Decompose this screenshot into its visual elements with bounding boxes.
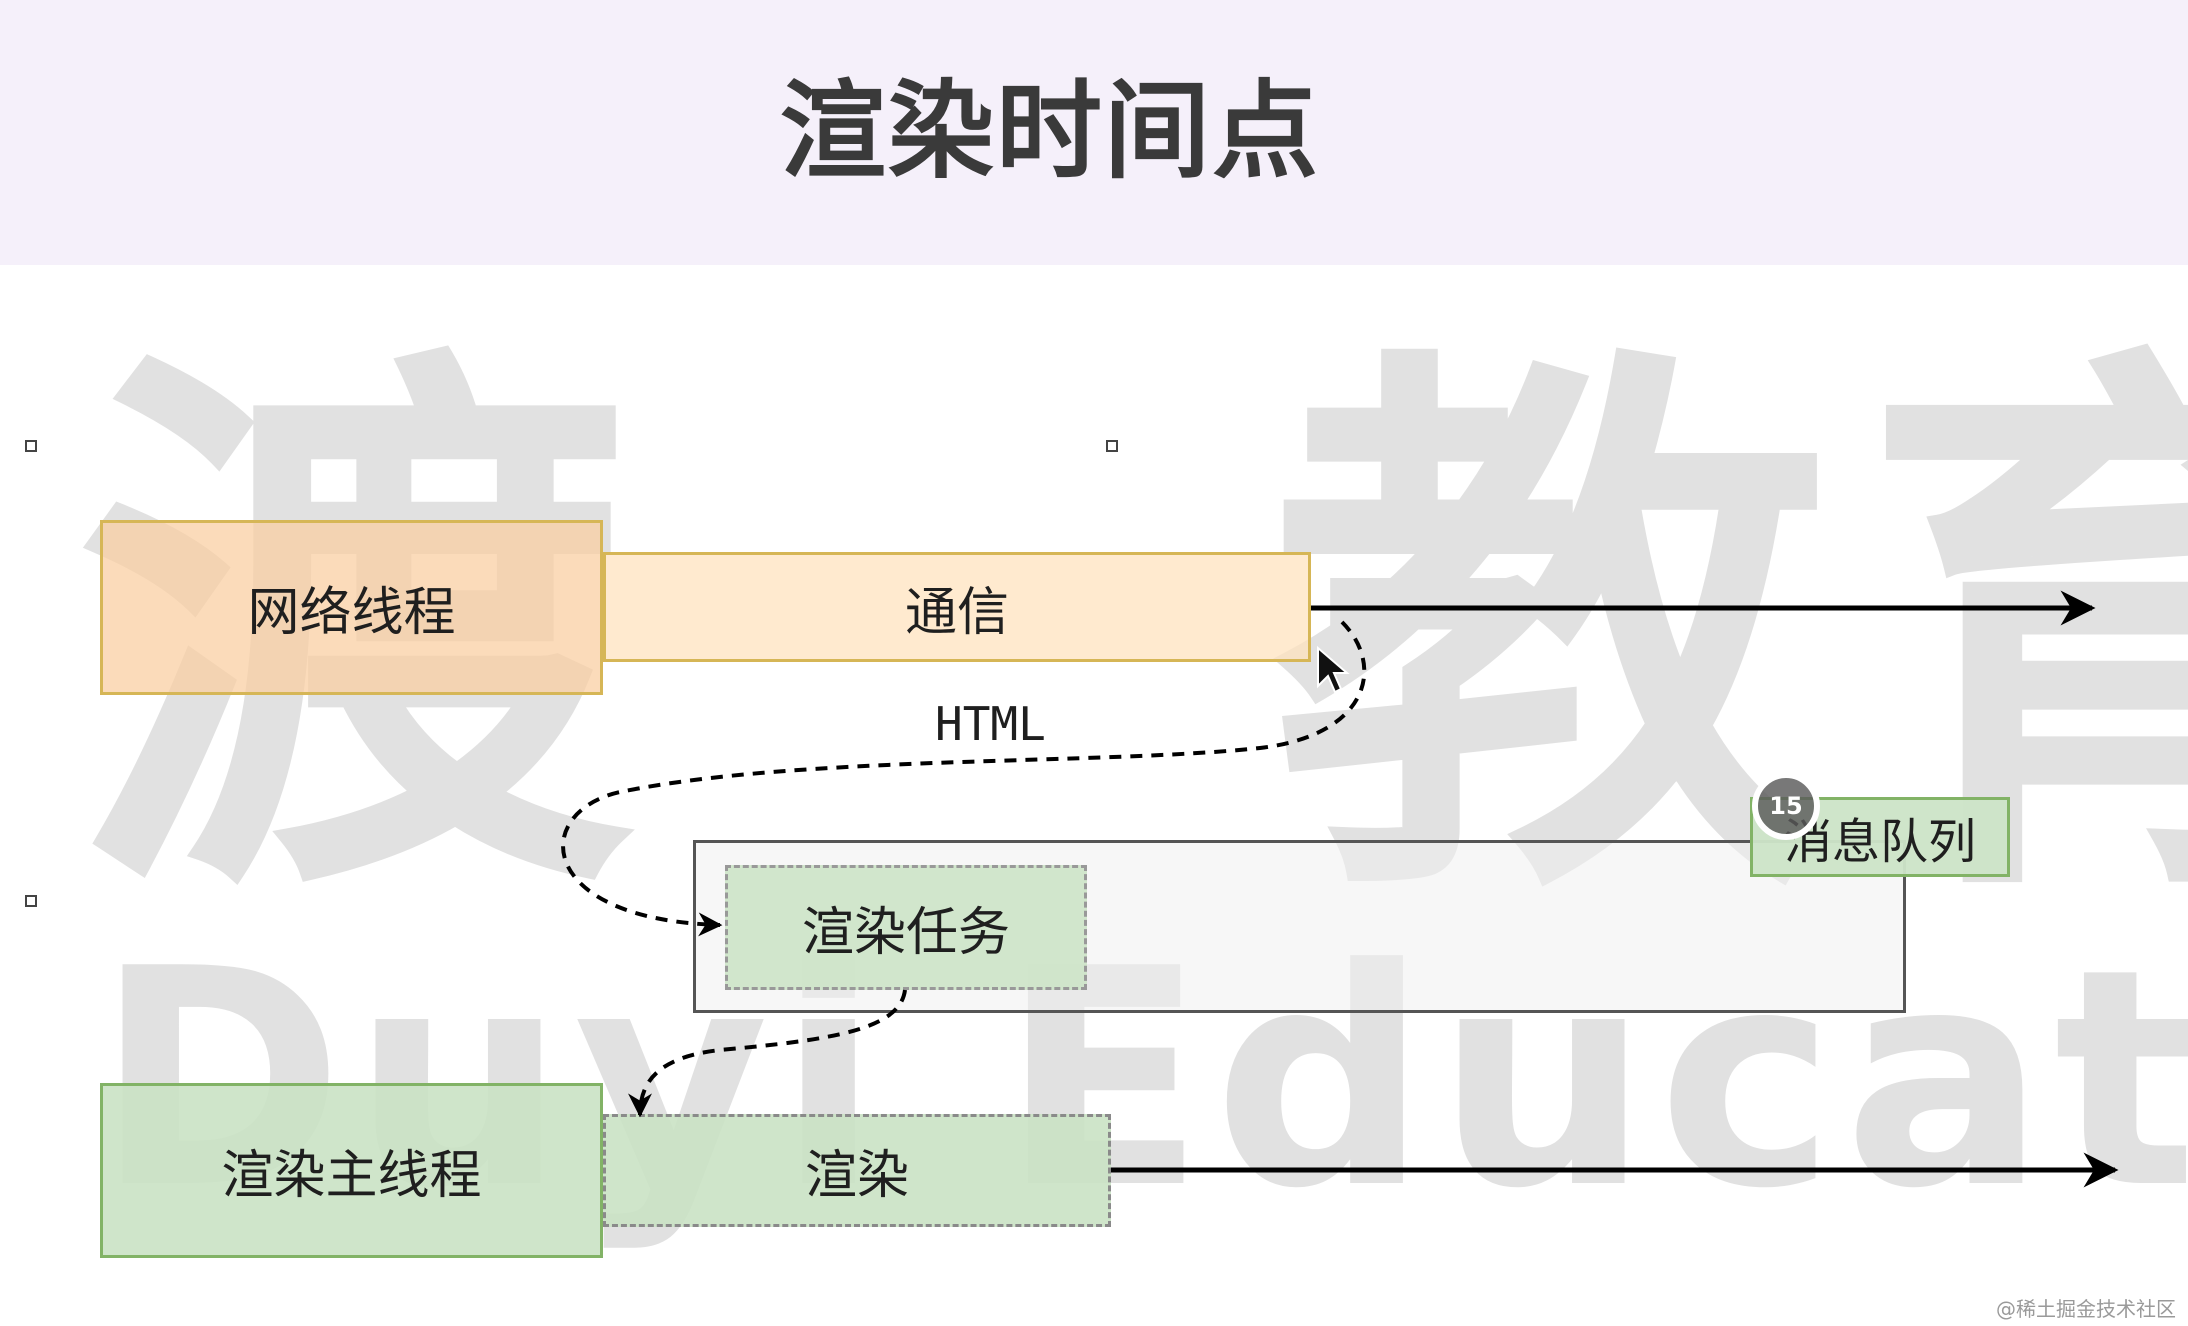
selection-handle[interactable] bbox=[25, 895, 37, 907]
message-queue-label: 消息队列 bbox=[1783, 814, 1976, 870]
communication-label: 通信 bbox=[904, 582, 1009, 643]
render-label: 渲染 bbox=[804, 1146, 909, 1206]
network-thread-box[interactable]: 网络线程 bbox=[100, 520, 603, 695]
slide-title: 渲染时间点 bbox=[780, 70, 1320, 193]
header-band bbox=[0, 0, 2188, 265]
render-main-thread-box[interactable]: 渲染主线程 bbox=[100, 1083, 603, 1258]
selection-handle[interactable] bbox=[25, 440, 37, 452]
render-task-connector bbox=[628, 989, 907, 1118]
communication-box[interactable]: 通信 bbox=[603, 552, 1311, 662]
selection-handle[interactable] bbox=[1106, 440, 1118, 452]
source-watermark: @稀土掘金技术社区 bbox=[1996, 1297, 2176, 1321]
timer-badge-number: 15 bbox=[1769, 792, 1803, 820]
mouse-cursor-icon bbox=[1317, 645, 1350, 694]
html-message-connector bbox=[561, 620, 1367, 937]
render-box[interactable]: 渲染 bbox=[603, 1114, 1111, 1227]
timer-badge-icon: 15 bbox=[1752, 772, 1820, 840]
render-task-label: 渲染任务 bbox=[801, 903, 1010, 963]
html-edge-label: HTML bbox=[935, 697, 1046, 751]
network-thread-label: 网络线程 bbox=[247, 583, 456, 643]
render-main-thread-label: 渲染主线程 bbox=[221, 1146, 482, 1206]
render-task-box[interactable]: 渲染任务 bbox=[725, 865, 1087, 990]
watermark-char: 教 bbox=[1270, 309, 1830, 961]
